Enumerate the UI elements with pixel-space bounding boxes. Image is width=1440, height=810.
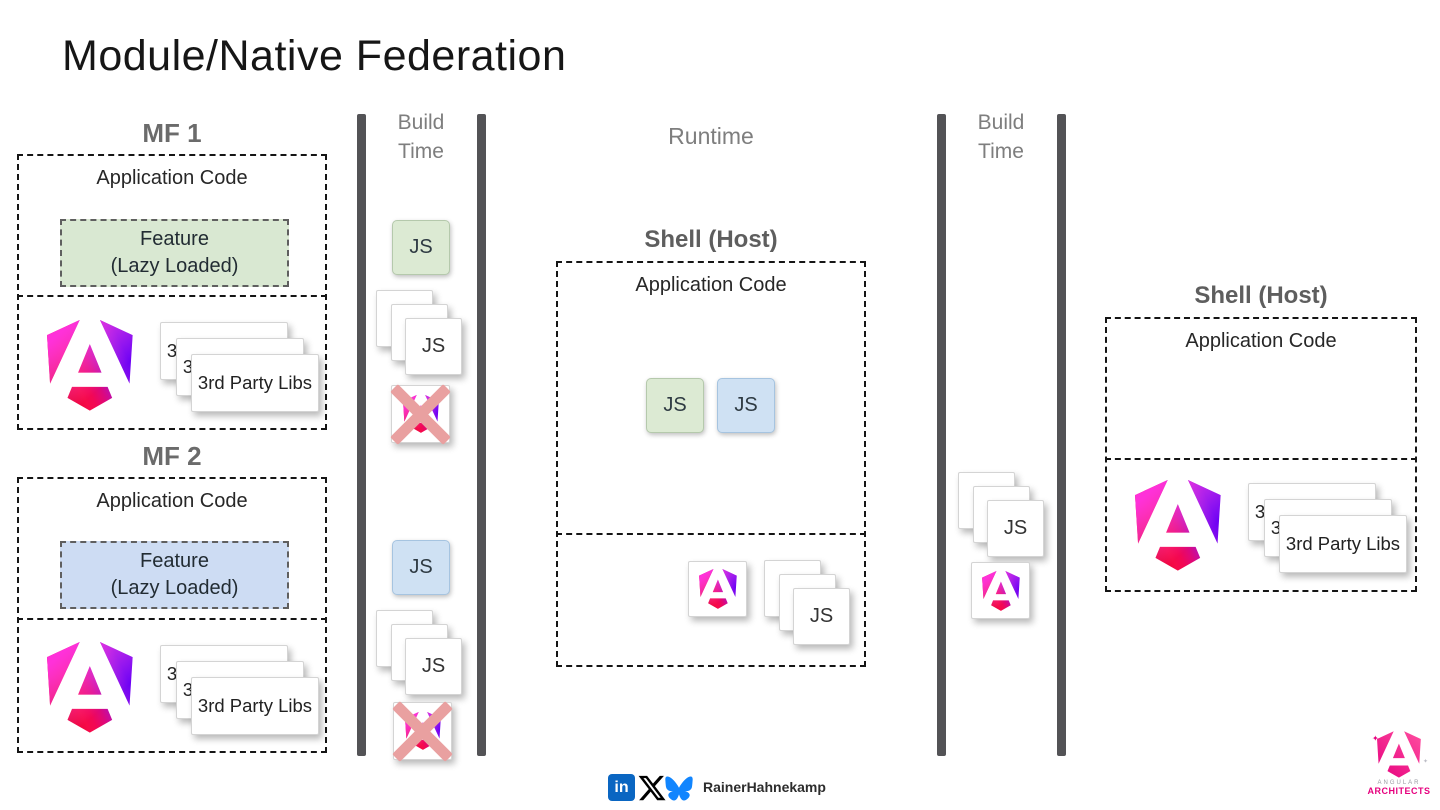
- shell-runtime-title: Shell (Host): [644, 226, 778, 253]
- js-label: JS: [809, 605, 834, 627]
- mf2-feature-line1: Feature: [140, 550, 209, 572]
- js-bundle-green: JS: [646, 378, 704, 433]
- brand-name-top: ANGULAR: [1377, 780, 1421, 786]
- js-label: JS: [409, 556, 433, 578]
- angular-build-card: [971, 562, 1030, 619]
- sparkle-icon: ✦: [1372, 734, 1379, 743]
- third-party-label: 3rd Party Libs: [197, 695, 313, 717]
- mf2-title: MF 2: [142, 441, 202, 471]
- red-cross-icon: [390, 383, 451, 445]
- page-title: Module/Native Federation: [62, 32, 567, 80]
- third-party-label: 3rd Party Libs: [197, 372, 313, 394]
- js-card: JS: [405, 638, 462, 695]
- author-handle: RainerHahnekamp: [703, 779, 826, 795]
- angular-architects-logo: ✦ ✦ ANGULAR ARCHITECTS: [1362, 731, 1436, 796]
- third-party-label: 3rd Party Libs: [1285, 533, 1401, 555]
- js-bundle-green: JS: [392, 220, 450, 275]
- timeline-bar: [937, 114, 946, 756]
- mf2-application-code-label: Application Code: [96, 490, 248, 512]
- x-twitter-icon[interactable]: [637, 773, 667, 803]
- angular-logo: [47, 642, 133, 733]
- js-card: JS: [987, 500, 1044, 557]
- angular-excluded-card: [392, 700, 453, 762]
- js-card: JS: [793, 588, 850, 645]
- mf1-container: Application Code Feature (Lazy Loaded) 3…: [17, 154, 327, 430]
- mf1-title: MF 1: [142, 118, 202, 148]
- mf2-section-divider: [17, 618, 327, 620]
- third-party-card: 3rd Party Libs: [1279, 515, 1407, 573]
- angular-excluded-card: [390, 383, 451, 445]
- js-label: JS: [409, 236, 433, 258]
- angular-logo: [47, 320, 133, 411]
- mf1-feature-line1: Feature: [140, 228, 209, 250]
- brand-name-bottom: ARCHITECTS: [1367, 786, 1431, 796]
- js-label: JS: [421, 335, 446, 357]
- build-time-right-label: Build Time: [977, 111, 1025, 164]
- shell-build-container: Application Code 3rd Party Libs 3rd Part…: [1105, 317, 1417, 592]
- shell-runtime-section-divider: [556, 533, 866, 535]
- js-label: JS: [734, 394, 758, 416]
- third-party-card: 3rd Party Libs: [191, 354, 319, 412]
- js-card: JS: [405, 318, 462, 375]
- angular-logo: [698, 569, 737, 609]
- angular-logo: [981, 570, 1020, 611]
- shell-build-application-code-label: Application Code: [1185, 330, 1337, 352]
- timeline-bar: [1057, 114, 1066, 756]
- shell-build-title: Shell (Host): [1194, 282, 1328, 309]
- js-label: JS: [421, 655, 446, 677]
- js-label: JS: [663, 394, 687, 416]
- linkedin-in-text: in: [614, 778, 629, 796]
- third-party-card: 3rd Party Libs: [191, 677, 319, 735]
- angular-architects-shield: [1377, 731, 1421, 778]
- mf2-feature-box: Feature (Lazy Loaded): [60, 541, 289, 609]
- runtime-label: Runtime: [668, 123, 754, 149]
- mf2-container: Application Code Feature (Lazy Loaded) 3…: [17, 477, 327, 753]
- mf1-section-divider: [17, 295, 327, 297]
- js-bundle-blue: JS: [392, 540, 450, 595]
- mf1-feature-box: Feature (Lazy Loaded): [60, 219, 289, 287]
- shell-build-section-divider: [1105, 458, 1417, 460]
- mf1-application-code-label: Application Code: [96, 167, 248, 189]
- js-bundle-blue: JS: [717, 378, 775, 433]
- timeline-bar: [357, 114, 366, 756]
- red-cross-icon: [392, 700, 453, 762]
- angular-logo: [1135, 480, 1221, 571]
- sparkle-icon: ✦: [1422, 759, 1428, 765]
- angular-runtime-card: [688, 561, 747, 617]
- mf2-feature-line2: (Lazy Loaded): [110, 577, 239, 599]
- mf1-feature-line2: (Lazy Loaded): [110, 255, 239, 277]
- build-time-left-label: Build Time: [397, 111, 445, 164]
- shell-runtime-application-code-label: Application Code: [635, 274, 787, 296]
- bluesky-icon[interactable]: [664, 776, 694, 801]
- timeline-bar: [477, 114, 486, 756]
- shell-runtime-container: Application Code JS JS JS: [556, 261, 866, 667]
- linkedin-icon[interactable]: in: [608, 774, 635, 801]
- js-label: JS: [1003, 517, 1028, 539]
